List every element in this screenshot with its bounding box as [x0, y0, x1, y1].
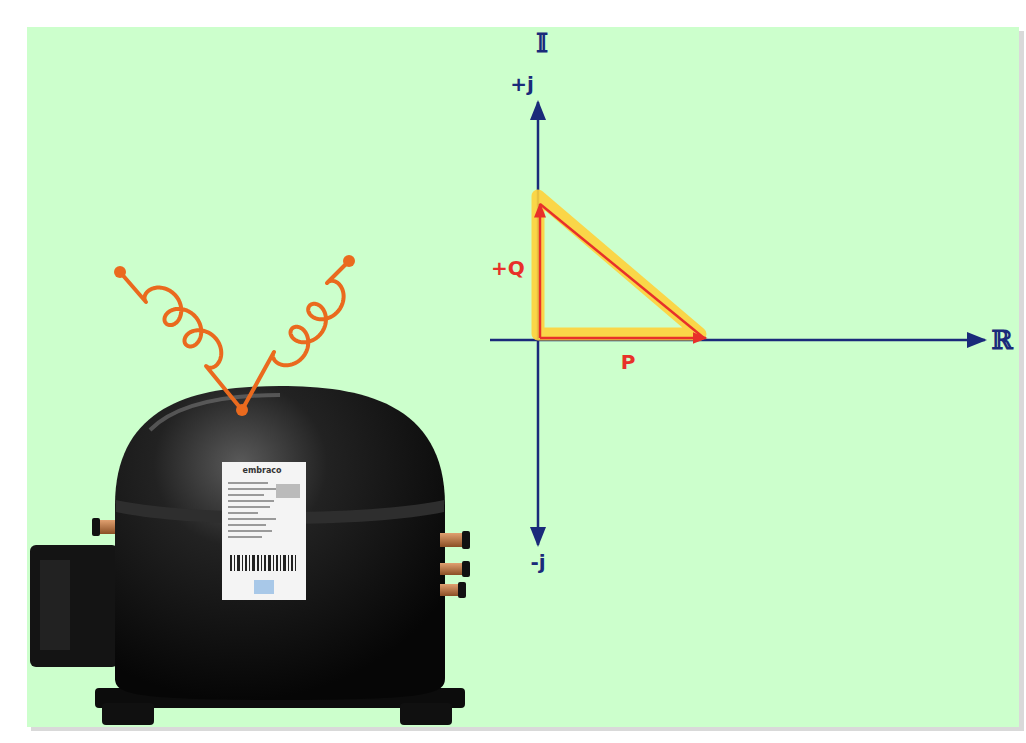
axis-label: -j: [530, 552, 545, 572]
terminal-box: [30, 545, 118, 667]
active-power-vector: [540, 337, 706, 340]
sticker-lines: [228, 482, 300, 538]
apparent-power-vector: [540, 204, 704, 338]
power-label: +Q: [491, 258, 525, 278]
tube-end: [462, 531, 470, 549]
axis-label: +j: [510, 74, 534, 94]
housing: [115, 386, 445, 700]
tube-end: [462, 561, 470, 577]
foot: [400, 703, 452, 725]
coil-wire: [120, 272, 242, 410]
tube-end: [92, 518, 100, 536]
housing-shine: [150, 395, 280, 430]
axes: [490, 102, 985, 545]
inductor-symbol: [114, 255, 355, 416]
ground: [27, 27, 1019, 727]
foot: [102, 703, 154, 725]
junction-dot: [236, 404, 248, 416]
terminal-box: [40, 560, 70, 650]
coil-wire: [242, 261, 349, 410]
power-triangle: [538, 196, 706, 338]
imaginary-axis: [537, 340, 540, 545]
reactive-power-vector: [539, 204, 542, 338]
axis-label: ℝ: [991, 327, 1013, 353]
tube-end: [458, 582, 466, 598]
terminal-dot: [343, 255, 355, 267]
sticker-logo: [254, 580, 274, 594]
axis-label: 𝕀: [536, 30, 548, 56]
brand-label: embraco: [242, 467, 281, 475]
compressor: [30, 386, 470, 725]
barcode: [230, 555, 296, 571]
terminal-dot: [114, 266, 126, 278]
sticker: [222, 462, 306, 600]
power-label: P: [621, 352, 636, 372]
